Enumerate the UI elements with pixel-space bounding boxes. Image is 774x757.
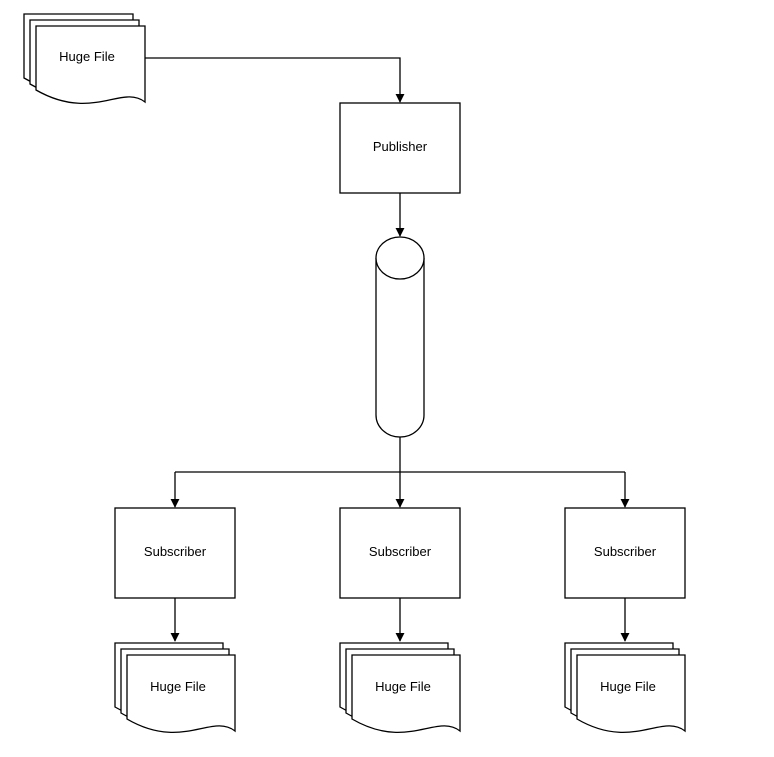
output-document-1-page-front [126,654,236,733]
channel-body [375,258,425,438]
subscriber-box-2 [339,507,461,599]
edge-source-to-publisher [145,57,405,103]
output-document-3-page-front [576,654,686,733]
channel-top [375,236,425,280]
subscriber-box-3 [564,507,686,599]
output-document-3-label: Huge File [600,679,656,694]
subscriber-node-3: Subscriber [564,507,686,599]
output-multi-document-1: Huge File [114,642,236,733]
publisher-label: Publisher [373,139,428,154]
source-document-label: Huge File [59,49,115,64]
source-document-page-front [35,25,146,104]
output-multi-document-2: Huge File [339,642,461,733]
source-multi-document: Huge File [23,13,146,104]
subscriber-node-1: Subscriber [114,507,236,599]
output-document-2-page-front [351,654,461,733]
subscriber-box-1 [114,507,236,599]
publisher-box [339,102,461,194]
output-document-2-label: Huge File [375,679,431,694]
output-document-1-label: Huge File [150,679,206,694]
subscriber-node-2: Subscriber [339,507,461,599]
subscriber-label-2: Subscriber [369,544,432,559]
publisher-node: Publisher [339,102,461,194]
subscriber-label-1: Subscriber [144,544,207,559]
subscriber-label-3: Subscriber [594,544,657,559]
channel-cylinder [375,236,425,438]
fanout-edges [170,437,630,508]
output-multi-document-3: Huge File [564,642,686,733]
